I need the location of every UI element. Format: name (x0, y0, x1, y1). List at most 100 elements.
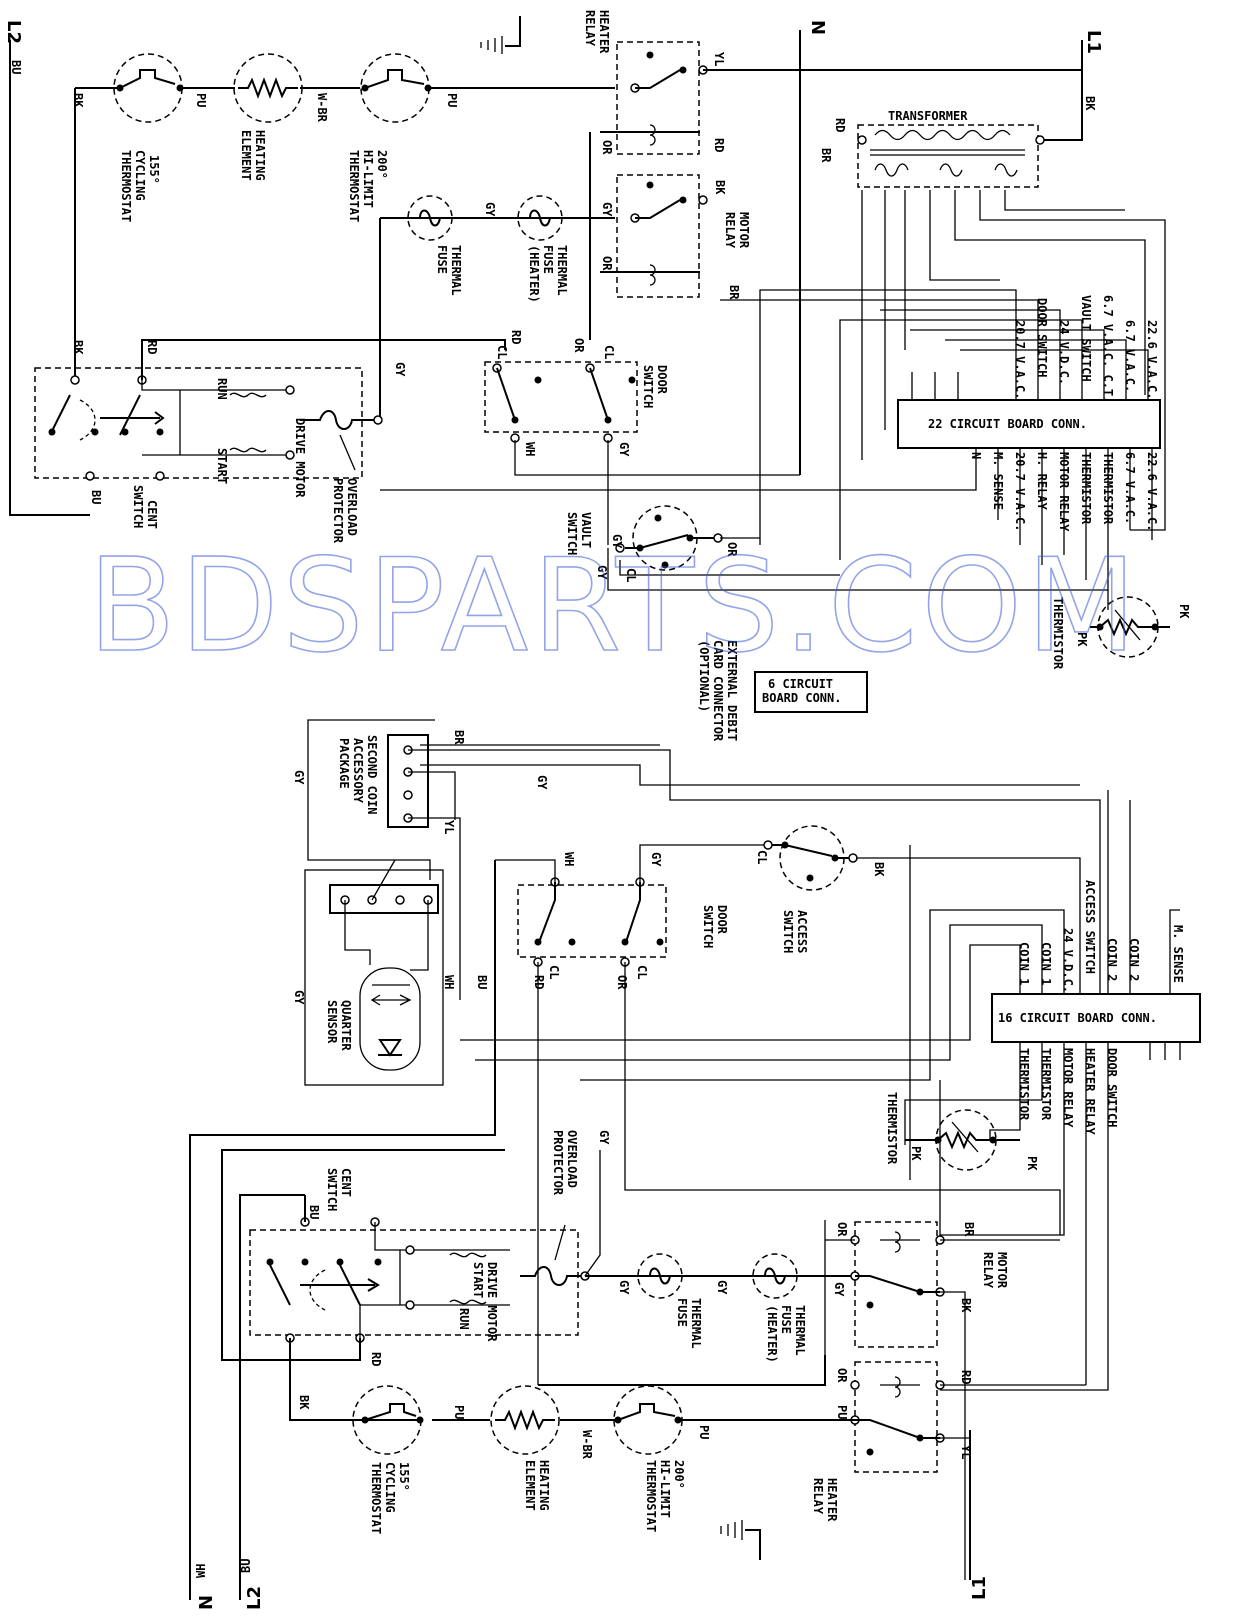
cycling-thermostat-bottom-label: CYCLING (383, 1462, 397, 1513)
wire-color-or: OR (600, 140, 614, 155)
heater-relay-icon (600, 41, 708, 155)
wire-color-gy-10: GY (649, 852, 663, 867)
wire-color-gy-6: GY (595, 565, 609, 580)
thermal-fuse-heater-label-2: FUSE (541, 245, 555, 274)
thermal-fuse-bottom-label: THERMAL (689, 1298, 703, 1349)
wire-color-gy-8: GY (292, 770, 306, 785)
wire-color-cl-6: CL (755, 850, 769, 864)
wire-color-wh-3: WH (442, 975, 456, 989)
pin-label: THERMISTOR (1039, 1048, 1053, 1121)
wire-color-wh-4: WH (562, 852, 576, 866)
connector-16-title: 16 CIRCUIT BOARD CONN. (998, 1011, 1157, 1025)
external-debit-label-2: CARD CONNECTOR (711, 640, 725, 742)
connector-22 (897, 399, 1161, 449)
transformer-icon (857, 124, 1045, 188)
wire-color-pk-4: PK (1025, 1156, 1039, 1171)
wire-color-gy-5: GY (610, 534, 624, 549)
wire-color-br-3: BR (452, 730, 466, 745)
wire-color-bk-3: BK (71, 340, 85, 355)
motor-relay-bottom-label-2: RELAY (981, 1252, 995, 1289)
wire-color-rd-5: RD (532, 975, 546, 989)
wire-color-pk: PK (1177, 604, 1191, 619)
wire-color-yl: YL (712, 52, 726, 66)
vault-switch-icon (615, 505, 723, 571)
run-label: RUN (215, 378, 229, 400)
door-switch-bottom-label: DOOR (715, 905, 729, 935)
wire-color-gy-2: GY (483, 202, 497, 217)
heating-element-label: HEATING (253, 130, 267, 181)
bk-wire-bottom (289, 1195, 345, 1421)
overload-protector-bottom-label-2: PROTECTOR (551, 1130, 565, 1196)
heater-relay-bottom-label-2: RELAY (811, 1478, 825, 1515)
wire-color-or-3: OR (572, 338, 586, 353)
thermal-fuse-heater-bottom-label-3: (HEATER) (765, 1305, 779, 1363)
connector-22-top-pins: 22.6 V.A.C. 6.7 V.A.C. 6.7 V.A.C. C.T. V… (1013, 295, 1159, 403)
thermal-fuse-heater-bottom-icon (752, 1253, 798, 1299)
wire-color-or-6: OR (835, 1222, 849, 1237)
n-rail-label: N (807, 20, 828, 35)
wire-color-pu: PU (194, 93, 208, 107)
cent-switch-label: CENT (145, 500, 159, 529)
connector-6-label-2: BOARD CONN. (762, 691, 841, 705)
pin-label: MOTOR RELAY (1061, 1048, 1075, 1128)
wire-color-bk-4: BK (872, 862, 886, 877)
start-label: START (215, 448, 229, 484)
connector-16-bottom-pins: DOOR SWITCH HEATER RELAY MOTOR RELAY THE… (1017, 1048, 1119, 1135)
hi-limit-temp: 200° (375, 150, 389, 179)
connector-16 (991, 993, 1201, 1043)
wire-color-pu-2: PU (445, 93, 459, 107)
thermal-fuse-heater-label: THERMAL (555, 245, 569, 296)
wire-color-pk-2: PK (1075, 632, 1089, 647)
wire-color-wh: WH (523, 442, 537, 456)
pin-label: M. SENSE (1171, 925, 1185, 983)
thermal-fuse-heater-label-3: (HEATER) (527, 245, 541, 303)
or-wire-bottom (538, 1355, 826, 1386)
wire-color-gy-4: GY (617, 442, 631, 457)
cycling-thermostat-icon (113, 53, 184, 123)
thermistor-bottom-label: THERMISTOR (885, 1092, 899, 1165)
door-switch-label-2: SWITCH (641, 365, 655, 408)
top-wiring-diagram: L2 BU N L1 BK BK 155° CYCLING THERMOSTAT… (3, 10, 1191, 742)
thermal-fuse-bottom-label-2: FUSE (675, 1298, 689, 1327)
access-switch-label: ACCESS (795, 910, 809, 953)
wire-color-gy-3: GY (393, 362, 407, 377)
l2-rail-label-bottom: L2 (244, 1586, 265, 1610)
quarter-sensor-icon (359, 967, 421, 1071)
wire-color-pu-5: PU (697, 1425, 711, 1439)
thermal-fuse-label: THERMAL (449, 245, 463, 296)
thermal-fuse-icon (407, 195, 453, 241)
wire-color-br-2: BR (819, 148, 833, 163)
wire-color-bk-5: BK (297, 1395, 311, 1410)
wire-color-gy-11: GY (597, 1130, 611, 1145)
heater-relay-label-2: RELAY (583, 10, 597, 47)
pin-label: COIN 1 (1039, 942, 1053, 985)
wire-color-pk-3: PK (909, 1146, 923, 1161)
second-coin-label-3: PACKAGE (337, 738, 351, 789)
door-switch-label: DOOR (655, 365, 669, 395)
cent-switch-bottom-label: CENT (339, 1168, 353, 1197)
pin-label: THERMISTOR (1017, 1048, 1031, 1121)
drive-motor-bottom-icon (249, 1217, 579, 1343)
wire-color-bu-3: BU (239, 1559, 253, 1573)
wire-color-pu-3: PU (835, 1405, 849, 1419)
quarter-sensor-frame (304, 869, 444, 1086)
thermal-fuse-heater-icon (517, 195, 563, 241)
heating-element-bottom-icon (490, 1385, 560, 1455)
door-switch-bottom-label-2: SWITCH (701, 905, 715, 948)
overload-protector-bottom-label: OVERLOAD (565, 1130, 579, 1188)
cycling-thermostat-bottom-label-2: THERMOSTAT (369, 1462, 383, 1534)
second-coin-label: SECOND COIN (365, 735, 379, 814)
n-rail-bottom (189, 860, 496, 1600)
overload-protector-icon (300, 410, 383, 430)
overload-protector-label-2: PROTECTOR (331, 478, 345, 544)
wire-color-gy-7: GY (535, 775, 549, 790)
watermark: BDSPARTS.COM (88, 532, 1141, 681)
rd-wire-bottom (221, 1149, 505, 1361)
heating-element-bottom-label: HEATING (537, 1460, 551, 1511)
run-bottom-label: RUN (457, 1308, 471, 1330)
pin-label: 6.7 V.A.C. C.T. (1101, 295, 1115, 403)
l1-rail-label-bottom: L1 (969, 1576, 990, 1600)
bottom-wiring-diagram: N WH L2 BU L1 SECOND COIN ACCESSORY PACK… (189, 719, 1201, 1610)
thermal-fuse-label-2: FUSE (435, 245, 449, 274)
hi-limit-label: HI-LIMIT (361, 150, 375, 208)
